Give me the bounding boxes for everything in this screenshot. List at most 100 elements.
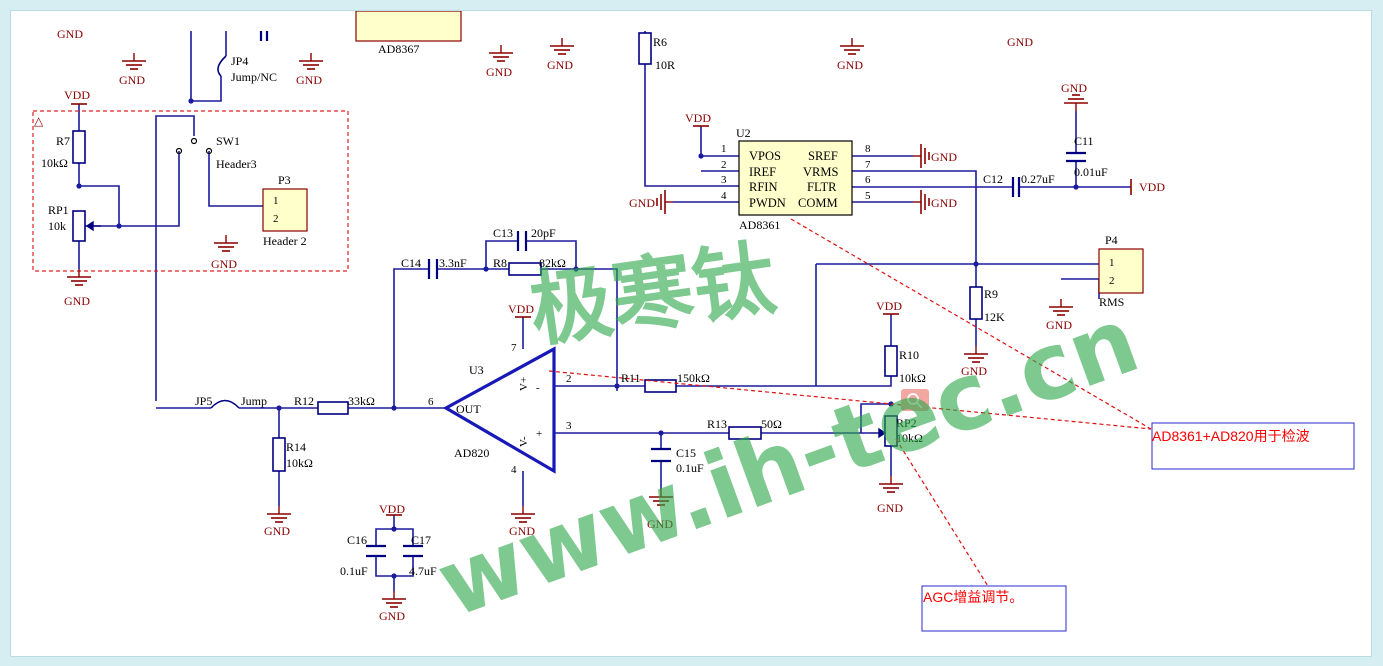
rp2-value: 10kΩ [896, 431, 923, 445]
sw1-value: Header3 [216, 157, 257, 171]
c11-value: 0.01uF [1074, 165, 1108, 179]
c16-value: 0.1uF [340, 564, 368, 578]
u2-pin-fltr: FLTR [807, 180, 837, 194]
detect-note: AD8361+AD820用于检波 [1152, 428, 1310, 444]
sw1-ref: SW1 [216, 134, 240, 148]
u2-pin-iref: IREF [749, 165, 776, 179]
r10-value: 10kΩ [899, 371, 926, 385]
u3-vplus: V+ [518, 377, 530, 391]
jp5-value: Jump [241, 394, 267, 408]
gnd-label: GND [647, 517, 673, 531]
magnifier-icon[interactable] [901, 389, 929, 411]
gnd-label: GND [931, 196, 957, 210]
u2-num: 4 [721, 190, 727, 202]
labels: GND GND GND GND GND GND GND GND GND GND … [41, 27, 1310, 623]
gnd-label: GND [877, 501, 903, 515]
c11-ref: C11 [1074, 134, 1094, 148]
r7-body [72, 130, 86, 164]
vdd-label: VDD [379, 502, 405, 516]
rp2-body [884, 415, 898, 447]
r12-body [317, 401, 349, 415]
r13-body [728, 426, 762, 440]
u2-num: 1 [721, 143, 727, 155]
c14-value: 3.3nF [439, 256, 467, 270]
gnd-label: GND [296, 73, 322, 87]
gnd-label: GND [211, 257, 237, 271]
c16-ref: C16 [347, 533, 367, 547]
p3-ref: P3 [278, 173, 291, 187]
gnd-label: GND [64, 294, 90, 308]
u2-num: 7 [865, 159, 871, 171]
watermark-url: www.ih-tec.cn [424, 286, 1151, 638]
u2-part: AD8361 [739, 218, 780, 232]
r10-ref: R10 [899, 348, 919, 362]
r7-ref: R7 [56, 134, 70, 148]
agc-note: AGC增益调节。 [923, 589, 1023, 605]
u2-pin-sref: SREF [808, 149, 838, 163]
rp1-ref: RP1 [48, 203, 69, 217]
gnd-label: GND [961, 364, 987, 378]
vdd-symbols [71, 103, 1132, 516]
c12-ref: C12 [983, 172, 1003, 186]
u2-chip [738, 140, 853, 216]
gnd-label: GND [379, 609, 405, 623]
c15-ref: C15 [676, 446, 696, 460]
u3-pin4: 4 [511, 464, 517, 476]
c13-value: 20pF [531, 226, 556, 240]
c15-value: 0.1uF [676, 461, 704, 475]
note-leaders [548, 218, 1152, 592]
r6-body [638, 32, 652, 65]
u2-pin-comm: COMM [798, 196, 838, 210]
u3-pin7: 7 [511, 342, 517, 354]
gnd-label: GND [486, 65, 512, 79]
r11-value: 150kΩ [677, 371, 710, 385]
p4-ref: P4 [1105, 233, 1118, 247]
r9-value: 12K [984, 310, 1005, 324]
u2-pin-pwdn: PWDN [749, 196, 786, 210]
rp2-ref: RP2 [896, 416, 917, 430]
vdd-label: VDD [876, 299, 902, 313]
sw1-contacts [175, 137, 213, 155]
ad8367-label: AD8367 [378, 42, 419, 56]
vdd-label: VDD [685, 111, 711, 125]
u3-ref: U3 [469, 363, 484, 377]
u3-opamp [442, 346, 556, 474]
gnd-label: GND [119, 73, 145, 87]
jp4-value: Jump/NC [231, 70, 277, 84]
r6-value: 10R [655, 58, 675, 72]
r11-ref: R11 [621, 371, 641, 385]
r12-ref: R12 [294, 394, 314, 408]
jp5-ref: JP5 [195, 394, 212, 408]
warning-triangle-icon: △ [34, 114, 44, 128]
c17-ref: C17 [411, 533, 431, 547]
capacitor-plates [259, 31, 1086, 558]
c14-ref: C14 [401, 256, 421, 270]
r13-value: 50Ω [761, 417, 782, 431]
schematic-canvas: △ [32, 11, 1355, 638]
u3-plus: + [536, 428, 542, 440]
p3-value: Header 2 [263, 234, 307, 248]
c17-value: 4.7uF [409, 564, 437, 578]
u2-pin-vpos: VPOS [749, 149, 781, 163]
detect-note-box [1151, 422, 1355, 470]
u3-pin3: 3 [566, 420, 572, 432]
watermark-brand: 极寒钛 [524, 231, 782, 359]
jumpers [210, 55, 240, 409]
resistor-bodies [72, 32, 983, 472]
u2-num: 2 [721, 159, 727, 171]
junctions [76, 98, 1079, 579]
r8-body [508, 262, 542, 276]
u2-num: 8 [865, 143, 871, 155]
u3-pin2: 2 [566, 373, 572, 385]
r10-body [884, 345, 898, 377]
r8-ref: R8 [493, 256, 507, 270]
r14-body [272, 437, 286, 472]
sub-circuit-frame [32, 110, 349, 272]
u3-part: AD820 [454, 446, 489, 460]
r9-body [969, 286, 983, 320]
vdd-label: VDD [64, 88, 90, 102]
jp4-ref: JP4 [231, 54, 248, 68]
p4-pin2: 2 [1109, 275, 1115, 287]
gnd-label: GND [931, 150, 957, 164]
